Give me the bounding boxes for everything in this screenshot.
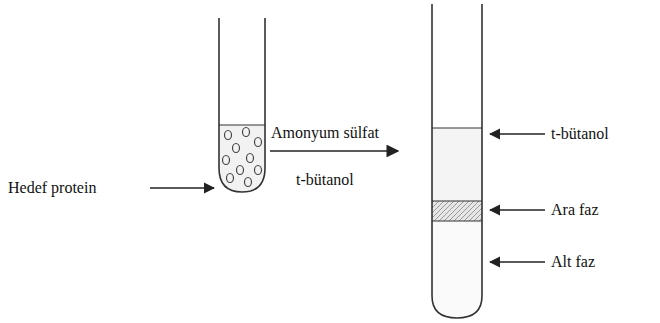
left-test-tube <box>219 18 265 192</box>
right-test-tube <box>432 4 482 318</box>
protein-dot <box>225 131 232 140</box>
label: Amonyum sülfat <box>271 124 379 142</box>
label: t-bütanol <box>551 125 609 143</box>
protein-dot <box>255 166 262 175</box>
protein-dots <box>223 128 262 187</box>
label: Hedef protein <box>8 179 96 197</box>
protein-dot <box>247 154 254 163</box>
leader-arrow <box>490 209 545 210</box>
leader-arrow <box>490 261 545 262</box>
protein-dot <box>237 166 244 175</box>
label: t-bütanol <box>296 171 354 189</box>
process-arrow <box>270 150 398 152</box>
protein-dot <box>227 174 234 183</box>
protein-dot <box>255 138 262 147</box>
leader-arrow <box>150 187 214 188</box>
protein-dot <box>245 178 252 187</box>
leader-arrow <box>490 133 545 134</box>
protein-dot <box>243 128 250 137</box>
label: Alt faz <box>551 253 595 271</box>
protein-dot <box>223 156 230 165</box>
protein-dot <box>233 144 240 153</box>
label: Ara faz <box>551 201 599 219</box>
